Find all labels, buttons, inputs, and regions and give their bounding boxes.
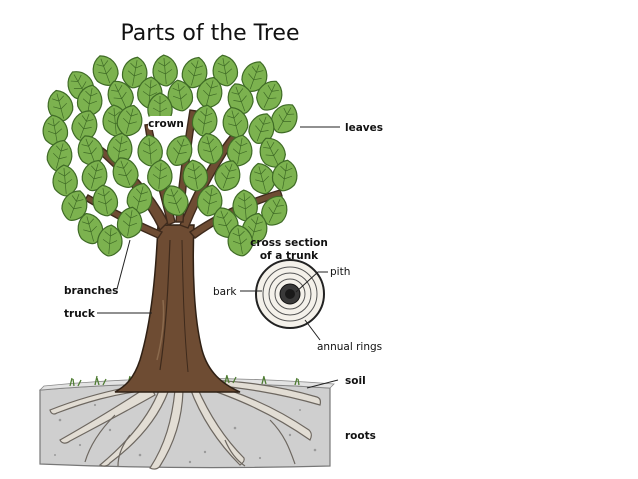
soil-leader (306, 379, 339, 389)
branches-label: branches (64, 285, 118, 297)
leaf (222, 106, 249, 139)
leaf (61, 190, 88, 221)
branches-leader (116, 239, 131, 290)
leaf (271, 159, 298, 192)
tree-leaves (42, 54, 298, 257)
leaf (116, 104, 143, 137)
diagram-title: Parts of the Tree (120, 21, 299, 46)
leaf (162, 185, 189, 216)
labels: crown leaves cross section of a trunk pi… (64, 116, 383, 442)
leaf (227, 224, 254, 257)
trunk-cross-section (255, 259, 325, 329)
leaf (167, 79, 194, 112)
leaf (46, 139, 73, 172)
leaf (52, 164, 78, 197)
bark-label: bark (213, 286, 237, 298)
leaf (121, 56, 148, 89)
leaf (152, 54, 178, 87)
leaf (112, 157, 139, 188)
leaf (196, 184, 223, 217)
annual-rings-label: annual rings (317, 341, 382, 353)
leaf (77, 212, 104, 245)
leaf (182, 159, 209, 192)
leaf (97, 224, 123, 257)
cross-section-label-line2: of a trunk (260, 250, 319, 262)
pith-leader (295, 271, 328, 293)
soil-label: soil (345, 375, 366, 387)
leaf (47, 89, 74, 122)
leaves-label: leaves (345, 122, 383, 134)
leaf (212, 54, 239, 87)
leaf (81, 159, 108, 192)
crown-label-bg (148, 116, 184, 130)
leaf (248, 113, 275, 144)
leaf (147, 159, 173, 192)
leaf (191, 104, 218, 137)
pith-label: pith (330, 266, 350, 278)
crown-label: crown (148, 118, 184, 130)
leaf (92, 184, 119, 217)
leaf (166, 135, 193, 166)
leader-lines (97, 126, 340, 389)
leaf (227, 83, 254, 114)
leaf (261, 195, 288, 226)
leaf (249, 162, 276, 195)
leaf (71, 110, 98, 141)
tree-trunk (114, 224, 241, 393)
roots-label: roots (345, 430, 376, 442)
cross-section-label-line1: cross section (250, 237, 328, 249)
leaf (116, 206, 143, 239)
leaf (214, 160, 241, 191)
annual-rings-leader (304, 319, 321, 341)
leaf (256, 80, 283, 111)
leaf (181, 56, 208, 89)
truck-label: truck (64, 308, 96, 320)
leaf (197, 132, 224, 165)
leaf (270, 104, 298, 134)
